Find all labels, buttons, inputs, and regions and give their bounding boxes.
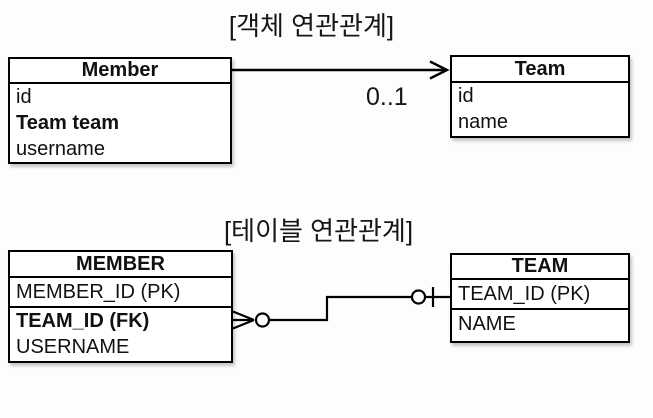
member-field-id: id [16, 86, 32, 108]
member-class-title: Member [10, 59, 230, 84]
team-table-box: TEAM TEAM_ID (PK) NAME [450, 253, 630, 343]
object-association-arrow [232, 60, 450, 80]
team-field-id: id [458, 85, 474, 107]
member-column-member-id: MEMBER_ID (PK) [10, 278, 231, 308]
team-class-box: Team id name [450, 55, 630, 138]
member-column-team-id: TEAM_ID (FK) [16, 310, 150, 332]
member-table-box: MEMBER MEMBER_ID (PK) TEAM_ID (FK) USERN… [8, 250, 233, 363]
zero-circle-icon [410, 289, 427, 305]
team-field-name: name [458, 111, 509, 133]
cardinality-label: 0..1 [366, 83, 408, 111]
table-association-title: [테이블 연관관계] [223, 216, 414, 246]
team-class-title: Team [452, 57, 628, 83]
team-table-title: TEAM [452, 255, 628, 280]
team-column-team-id: TEAM_ID (PK) [452, 280, 628, 310]
team-column-name: NAME [458, 313, 516, 335]
member-field-team: Team team [16, 112, 120, 134]
member-field-username: username [16, 138, 105, 160]
arrowhead-icon [429, 60, 450, 80]
object-association-title: [객체 연관관계] [228, 11, 395, 41]
zero-circle-icon [254, 312, 271, 328]
member-table-title: MEMBER [10, 252, 231, 278]
table-relationship-line [232, 287, 450, 330]
member-class-box: Member id Team team username [8, 57, 232, 164]
member-column-username: USERNAME [16, 336, 130, 358]
crows-foot-many-icon [232, 310, 255, 330]
